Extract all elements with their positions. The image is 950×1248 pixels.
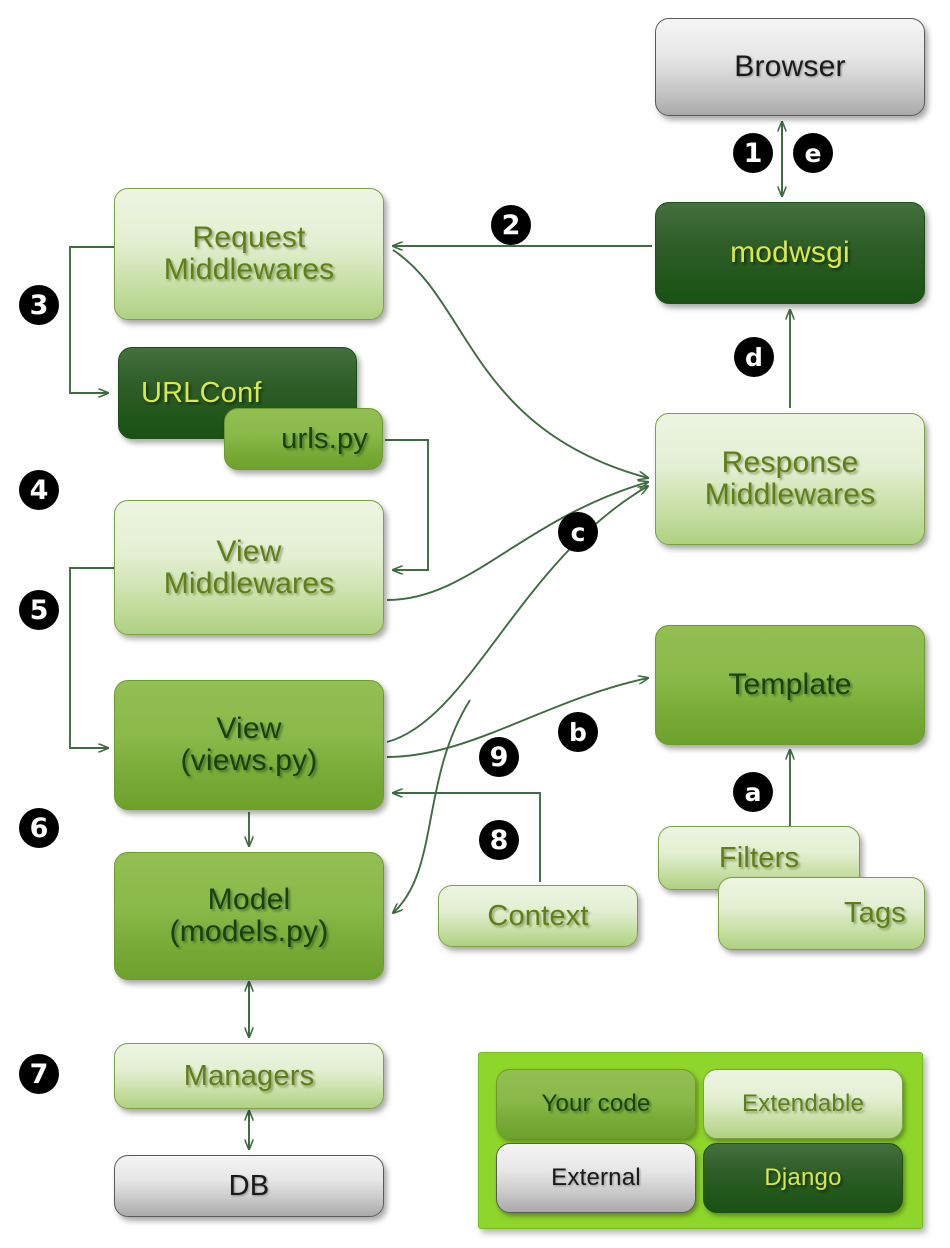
badge-step-c: c xyxy=(558,512,598,552)
node-modwsgi[interactable]: modwsgi xyxy=(655,202,925,304)
badge-step-1: 1 xyxy=(733,133,773,173)
badge-step-e: e xyxy=(793,133,833,173)
legend-item-external[interactable]: External xyxy=(496,1143,696,1213)
node-view-middlewares[interactable]: View Middlewares xyxy=(114,500,384,635)
node-template[interactable]: Template xyxy=(655,625,925,745)
node-urls-py[interactable]: urls.py xyxy=(224,408,383,470)
node-managers[interactable]: Managers xyxy=(114,1043,384,1109)
edge-context-model-curve xyxy=(393,699,471,913)
badge-step-b: b xyxy=(558,712,598,752)
node-view[interactable]: View (views.py) xyxy=(114,680,384,810)
node-db[interactable]: DB xyxy=(114,1155,384,1217)
legend-item-your-code[interactable]: Your code xyxy=(496,1069,696,1139)
edge-view-template-curve xyxy=(386,678,648,758)
legend: Your code Extendable External Django xyxy=(478,1052,923,1229)
legend-item-extendable[interactable]: Extendable xyxy=(703,1069,903,1139)
node-response-middlewares[interactable]: Response Middlewares xyxy=(655,413,925,545)
edge-viewmw-responsemw-curve xyxy=(386,482,648,601)
edge-viewmw-view xyxy=(69,567,114,748)
edge-requestmw-responsemw-curve xyxy=(392,249,648,478)
badge-step-d: d xyxy=(734,337,774,377)
badge-step-2: 2 xyxy=(491,205,531,245)
edge-urlspy-viewmw xyxy=(385,439,429,570)
badge-step-a: a xyxy=(733,772,773,812)
node-tags[interactable]: Tags xyxy=(718,877,925,950)
badge-step-3: 3 xyxy=(19,285,59,325)
badge-step-4: 4 xyxy=(19,470,59,510)
edge-requestmw-urlconf xyxy=(69,246,114,393)
node-model[interactable]: Model (models.py) xyxy=(114,852,384,980)
edge-view-responsemw-curve xyxy=(386,486,648,743)
badge-step-9: 9 xyxy=(479,737,519,777)
badge-step-5: 5 xyxy=(19,590,59,630)
node-request-middlewares[interactable]: Request Middlewares xyxy=(114,188,384,320)
badge-step-6: 6 xyxy=(19,808,59,848)
node-browser[interactable]: Browser xyxy=(655,18,925,116)
badge-step-8: 8 xyxy=(479,820,519,860)
legend-item-django[interactable]: Django xyxy=(703,1143,903,1213)
node-context[interactable]: Context xyxy=(438,885,638,947)
badge-step-7: 7 xyxy=(19,1054,59,1094)
